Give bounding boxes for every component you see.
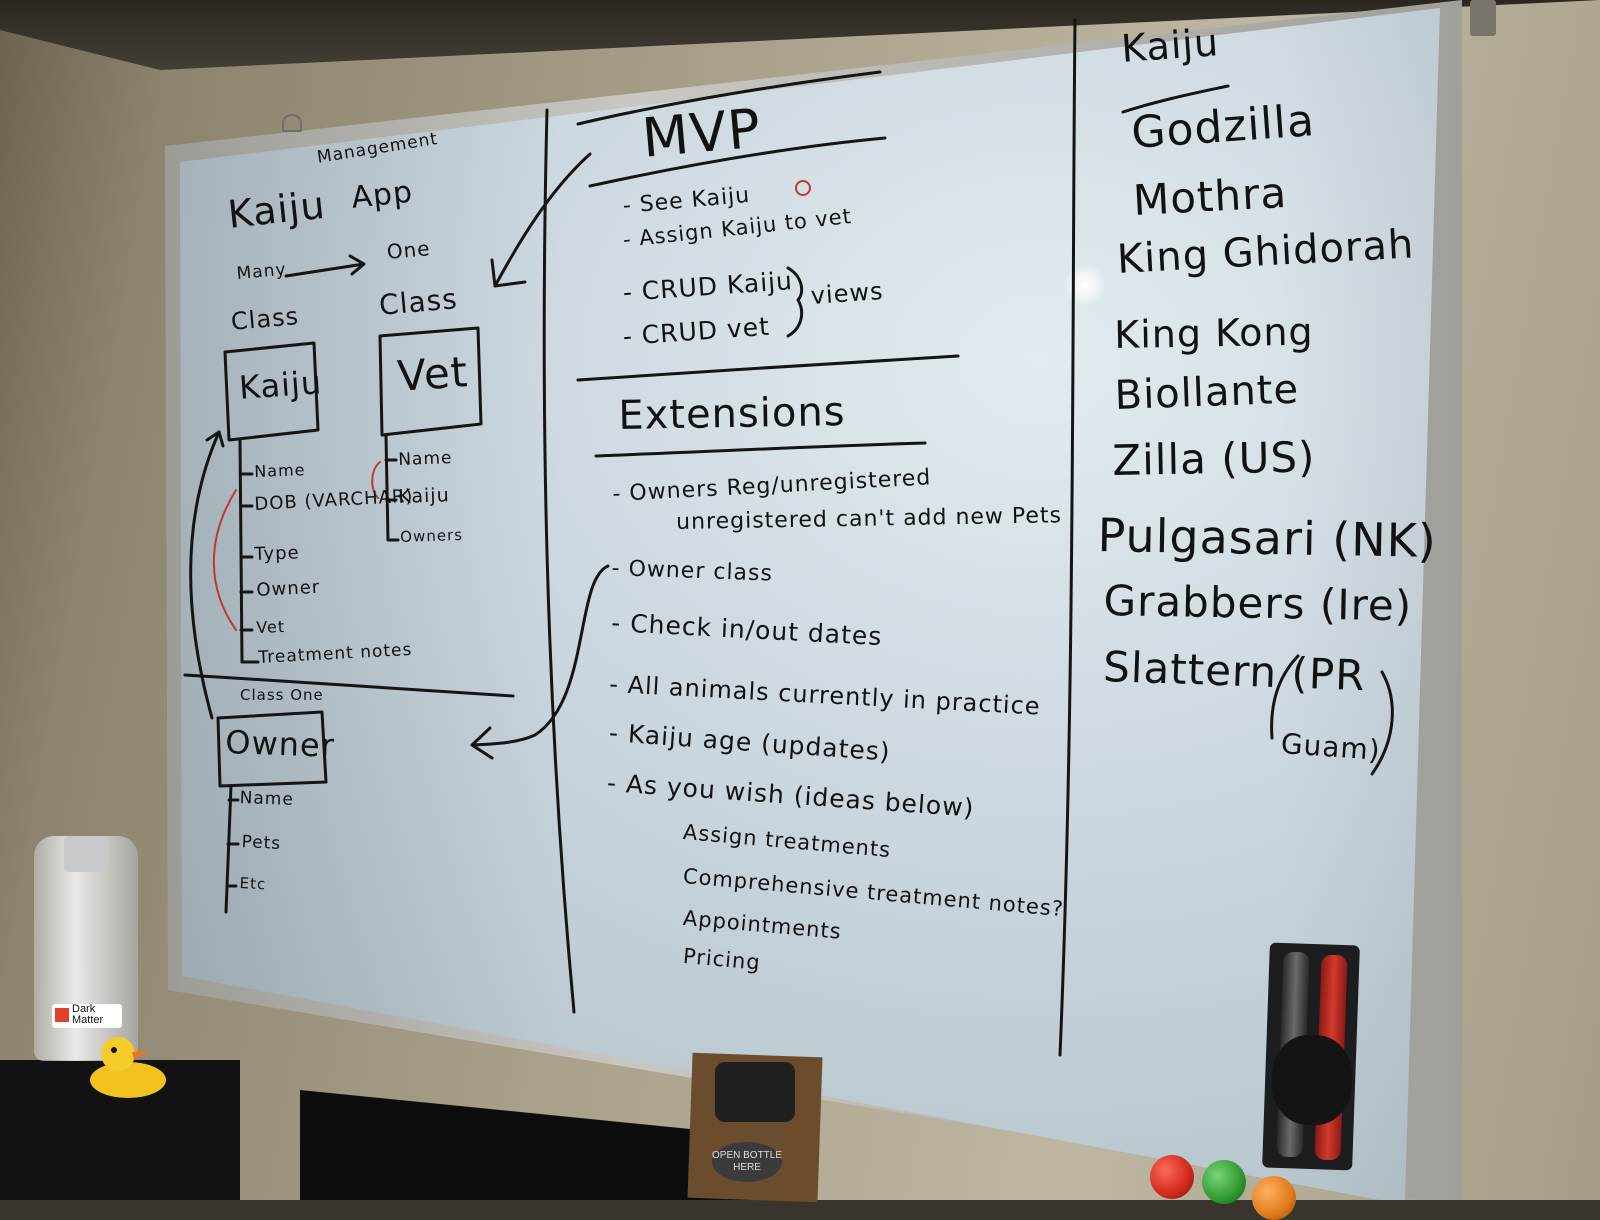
slattern-bracket [1270, 654, 1300, 740]
red-vet-bracket [371, 461, 381, 499]
kaiju-name-guam: Guam) [1279, 727, 1382, 767]
extensions-underline [594, 441, 927, 458]
owner-to-kaiju-arrow [189, 430, 225, 720]
owner-class-box [216, 710, 328, 788]
owner-class-arrow [470, 564, 610, 760]
vet-field-owners: Owners [399, 525, 464, 546]
kaiju-name-zilla: Zilla (US) [1111, 432, 1316, 485]
green-magnet [1202, 1160, 1246, 1204]
one-label: One [385, 236, 432, 264]
owner-field-pets: Pets [241, 832, 282, 855]
webcam-clip [715, 1062, 795, 1122]
divider-left-middle [542, 108, 576, 1014]
kaiju-name-mothra: Mothra [1131, 167, 1289, 225]
hanging-hook [282, 114, 302, 132]
title-kaiju: Kaiju [225, 182, 328, 237]
views-label: views [809, 276, 885, 310]
kaiju-list-title: Kaiju [1119, 20, 1221, 71]
vet-field-tree [384, 434, 400, 542]
kaiju-field-tree [238, 438, 260, 664]
slattern-bracket-close [1370, 670, 1394, 776]
kaiju-name-pulgasari: Pulgasari (NK) [1097, 508, 1438, 568]
divider-middle-right [1058, 18, 1077, 1057]
owner-field-tree [224, 784, 240, 914]
vet-class-box [378, 326, 483, 437]
kaiju-box-label: Kaiju [237, 363, 324, 407]
kaiju-name-biollante: Biollante [1113, 366, 1300, 419]
kaiju-name-grabbers: Grabbers (Ire) [1103, 576, 1413, 631]
many-one-arrow [284, 254, 366, 278]
vet-field-name: Name [397, 448, 453, 470]
bottle-opener-label: OPEN BOTTLE HERE [712, 1142, 782, 1182]
red-kaiju-arc [212, 489, 237, 631]
vet-box-label: Vet [395, 347, 470, 401]
kaiju-field-name: Name [253, 460, 306, 481]
red-magnet [1150, 1155, 1194, 1199]
orange-magnet [1252, 1176, 1296, 1220]
mvp-underline [588, 136, 887, 188]
left-separator [183, 673, 515, 698]
red-circle-mark [795, 180, 811, 196]
class-one-label: Class One [240, 686, 324, 704]
kaiju-name-godzilla: Godzilla [1129, 95, 1317, 159]
extension-owner-class: - Owner class [611, 556, 774, 587]
owner-box-label: Owner [224, 723, 336, 765]
kaiju-name-slattern: Slattern (PR [1102, 642, 1367, 701]
kaiju-field-owner: Owner [255, 576, 321, 601]
mvp-to-app-arrow [490, 152, 592, 288]
many-label: Many [235, 259, 288, 284]
mvp-title: MVP [639, 96, 764, 170]
kaiju-field-vet: Vet [255, 616, 286, 637]
bottle-logo [55, 1008, 69, 1022]
kaiju-field-type: Type [253, 542, 300, 565]
bottle-cap [64, 836, 108, 872]
mvp-bottom-line [576, 354, 960, 382]
vet-field-kaiju: Kaiju [397, 484, 451, 508]
marker-holder-band [1270, 1033, 1354, 1127]
class-label-left: Class [229, 302, 301, 336]
kaiju-name-king-kong: King Kong [1113, 309, 1314, 357]
light-glare [1065, 265, 1105, 305]
extensions-title: Extensions [617, 389, 846, 439]
wall-bracket [1470, 0, 1496, 36]
rubber-duck [90, 1037, 166, 1098]
kaiju-list-underline [1121, 84, 1230, 114]
mvp-top-line [576, 70, 882, 126]
kaiju-class-box [223, 341, 320, 442]
views-brace [786, 266, 804, 338]
title-app: App [349, 174, 415, 216]
owner-field-etc: Etc [239, 874, 267, 894]
class-label-right: Class [377, 282, 459, 322]
owner-field-name: Name [239, 788, 295, 810]
